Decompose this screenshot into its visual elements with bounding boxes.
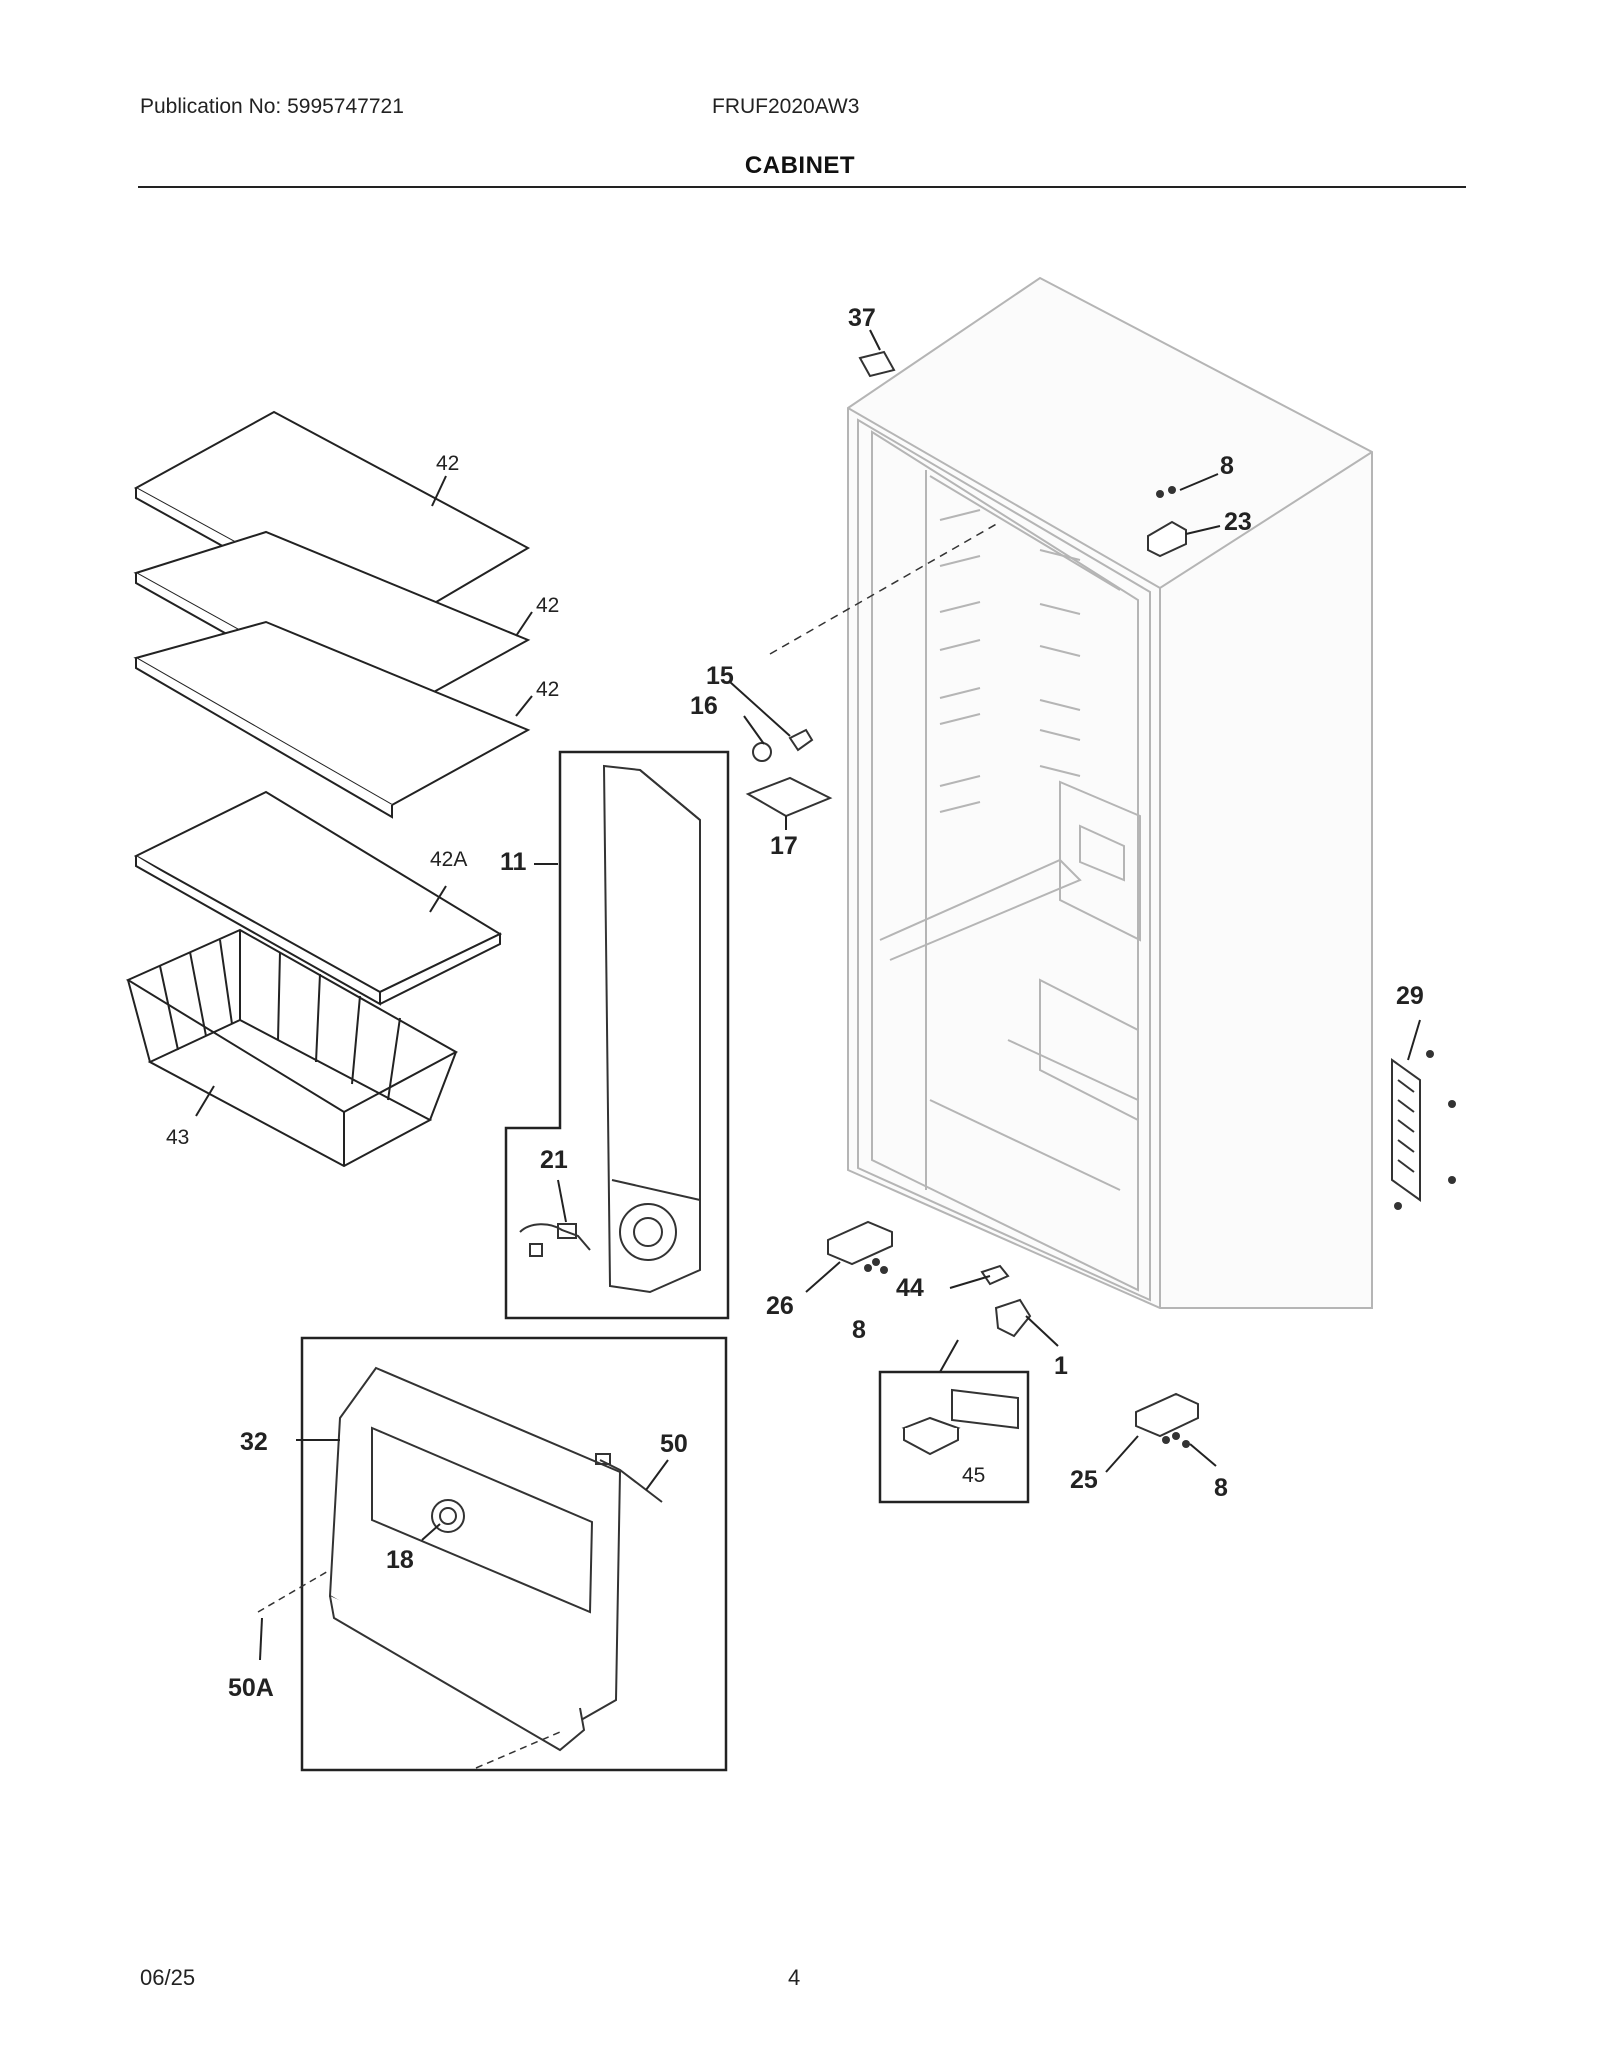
callout-42-shelf3: 42 [536,678,559,701]
callout-8-left: 8 [852,1316,866,1344]
callout-11: 11 [500,848,527,876]
callout-42A: 42A [430,848,467,871]
header-divider [138,186,1466,188]
label-37 [858,350,896,378]
callout-18: 18 [386,1546,414,1574]
light-parts [745,728,833,818]
wire-50 [595,1453,663,1503]
callout-16: 16 [690,692,718,720]
detail-box-45 [878,1370,1030,1504]
callout-29: 29 [1396,982,1424,1010]
leader-lines [195,329,1421,1661]
part-45 [901,1388,1019,1456]
crisper-cover-box [300,1336,728,1772]
callout-1: 1 [1054,1352,1068,1380]
screws [864,486,1456,1448]
glass-shelves [133,410,531,1006]
callout-32: 32 [240,1428,268,1456]
callout-21: 21 [540,1146,568,1174]
page-number: 4 [788,1965,801,1990]
model-number: FRUF2020AW3 [712,95,860,118]
callout-17: 17 [770,832,798,860]
publication-number: Publication No: 5995747721 [140,95,404,118]
hinges-and-brackets [827,520,1421,1438]
callout-50A: 50A [228,1674,274,1702]
callout-23: 23 [1224,508,1252,536]
callout-8-right: 8 [1214,1474,1228,1502]
callout-50: 50 [660,1430,688,1458]
callout-42-shelf2: 42 [536,594,559,617]
callout-15: 15 [706,662,734,690]
footer-date: 06/25 [140,1965,196,1990]
callout-8-top: 8 [1220,452,1234,480]
evaporator-cover-box [504,750,730,1320]
cabinet-body [847,276,1373,1309]
harness-21 [519,1223,591,1257]
callout-37: 37 [848,304,876,332]
callout-26: 26 [766,1292,794,1320]
callout-25: 25 [1070,1466,1098,1494]
section-title: CABINET [744,152,856,179]
callout-45: 45 [962,1464,985,1487]
wire-basket [125,928,459,1168]
callout-44: 44 [896,1274,924,1302]
callout-43: 43 [166,1126,189,1149]
callout-42-shelf1: 42 [436,452,459,475]
evaporator-cover-panel [602,764,701,1294]
crisper-cover-panel [328,1366,622,1752]
